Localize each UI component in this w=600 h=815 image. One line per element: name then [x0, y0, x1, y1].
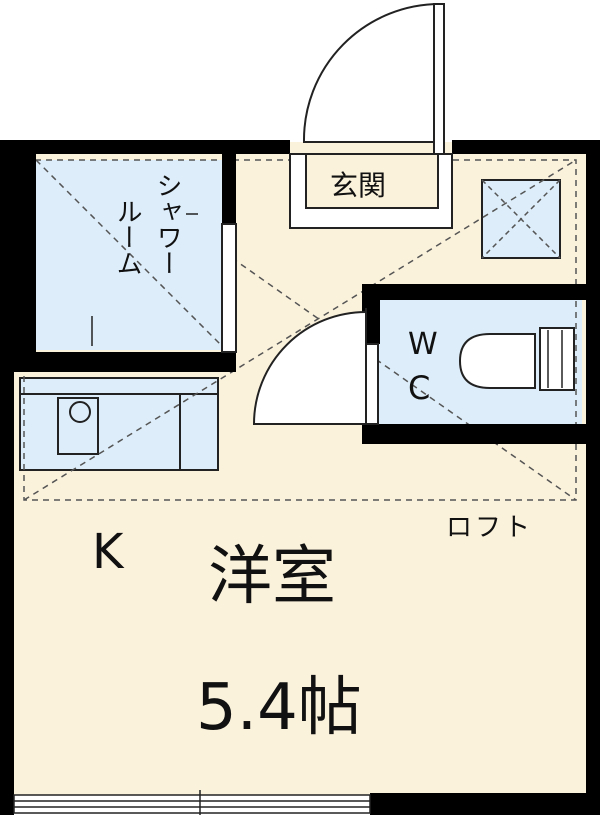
window — [13, 790, 371, 815]
entrance-door-swing — [302, 2, 441, 143]
entrance-step — [305, 153, 439, 209]
wc-label-w: W — [408, 327, 438, 362]
toilet-tank — [539, 327, 575, 391]
main-room-label: 洋室 — [208, 540, 336, 614]
entrance-label: 玄関 — [330, 169, 387, 202]
main-room-size: 5.4帖 — [196, 671, 362, 745]
wc-door-frame — [365, 343, 379, 425]
kitchen-counter — [19, 377, 219, 471]
entrance-door-leaf — [433, 3, 445, 155]
sink — [57, 397, 99, 455]
sink-drain — [69, 401, 91, 423]
toilet-bowl — [458, 333, 536, 389]
wc-label-c: C — [408, 369, 431, 407]
walls — [0, 140, 600, 815]
shower-room-label-line2: ルーム — [112, 198, 142, 276]
wc-door-swing — [252, 308, 367, 425]
storage-cross — [481, 179, 561, 259]
kitchen-label: K — [92, 524, 124, 580]
shower-door — [221, 223, 237, 353]
loft-label: ロフト — [446, 513, 534, 543]
shower-room-label-line1: シャワー — [152, 172, 182, 276]
